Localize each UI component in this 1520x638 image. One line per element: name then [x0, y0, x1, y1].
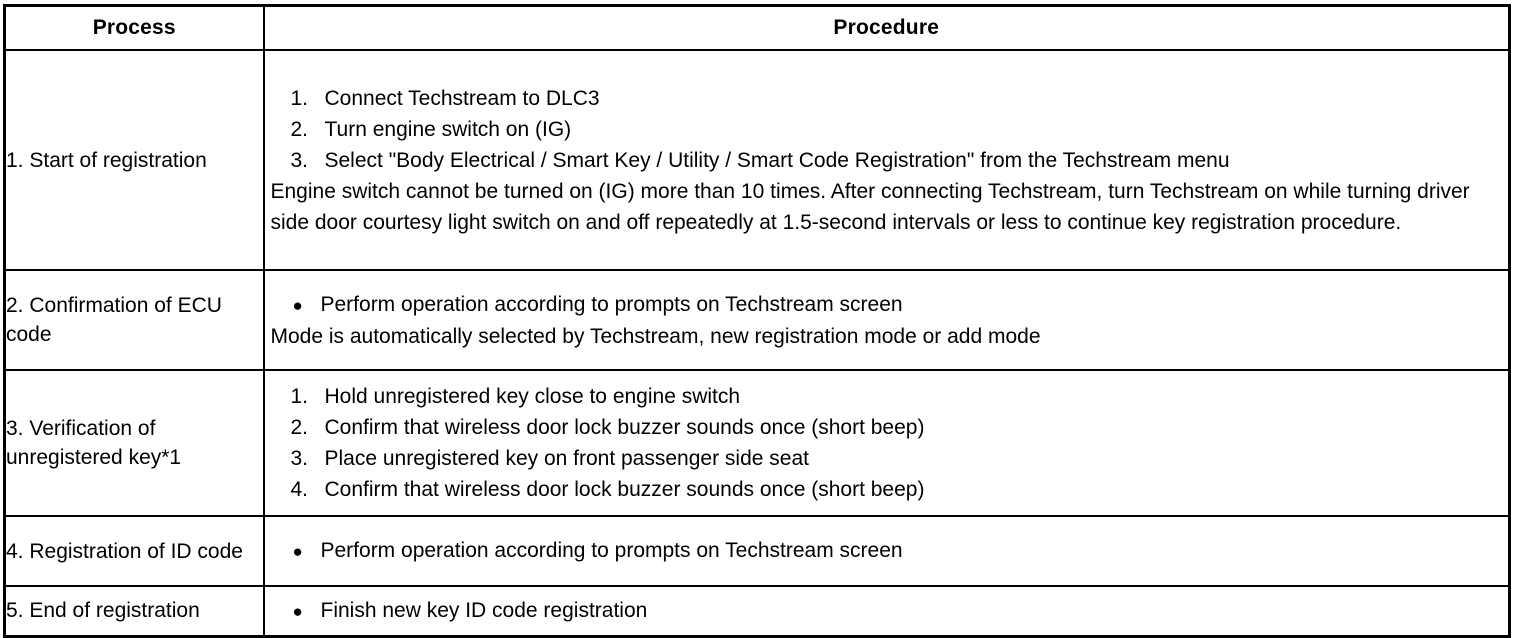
- step-number: 2.: [290, 117, 309, 141]
- list-item: 2. Turn engine switch on (IG): [271, 114, 1501, 145]
- procedure-cell-4: ● Perform operation according to prompts…: [262, 515, 1511, 587]
- process-cell-3: 3. Verification of unregistered key*1: [3, 369, 265, 517]
- step-number: 1.: [290, 385, 309, 408]
- bullet-list-4: ● Perform operation according to prompts…: [271, 535, 1501, 567]
- procedure-cell-1: 1. Connect Techstream to DLC3 2. Turn en…: [262, 49, 1511, 271]
- list-item: 1. Connect Techstream to DLC3: [271, 83, 1501, 114]
- step-number: 3.: [290, 447, 309, 470]
- step-text: Connect Techstream to DLC3: [324, 86, 600, 110]
- list-item: ● Finish new key ID code registration: [271, 595, 1501, 627]
- bullet-text: Finish new key ID code registration: [320, 598, 648, 622]
- list-item: 2. Confirm that wireless door lock buzze…: [271, 412, 1501, 443]
- table-row: 4. Registration of ID code ● Perform ope…: [3, 515, 1511, 587]
- procedure-cell-2: ● Perform operation according to prompts…: [262, 269, 1511, 371]
- list-item: 4. Confirm that wireless door lock buzze…: [271, 474, 1501, 505]
- procedure-note-2: Mode is automatically selected by Techst…: [270, 324, 1041, 348]
- list-item: ● Perform operation according to prompts…: [271, 289, 1501, 321]
- process-cell-2: 2. Confirmation of ECU code: [3, 269, 265, 371]
- list-item: 3. Place unregistered key on front passe…: [271, 443, 1501, 474]
- step-text: Place unregistered key on front passenge…: [324, 447, 809, 470]
- bullet-list-5: ● Finish new key ID code registration: [271, 595, 1501, 627]
- procedure-cell-3: 1. Hold unregistered key close to engine…: [262, 369, 1511, 517]
- table-row: 1. Start of registration 1. Connect Tech…: [3, 49, 1511, 271]
- list-item: ● Perform operation according to prompts…: [271, 535, 1501, 567]
- process-cell-4: 4. Registration of ID code: [3, 515, 265, 587]
- step-text: Confirm that wireless door lock buzzer s…: [324, 416, 925, 439]
- list-item: 1. Hold unregistered key close to engine…: [271, 381, 1501, 412]
- table-header-row: Process Procedure: [3, 4, 1511, 51]
- procedure-table-container: Process Procedure 1. Start of registrati…: [3, 4, 1511, 638]
- list-item: 3. Select "Body Electrical / Smart Key /…: [271, 145, 1501, 176]
- step-text: Select "Body Electrical / Smart Key / Ut…: [324, 148, 1230, 172]
- bullet-dot-icon: ●: [292, 601, 303, 621]
- procedure-note-1: Engine switch cannot be turned on (IG) m…: [270, 179, 1470, 234]
- table-row: 2. Confirmation of ECU code ● Perform op…: [3, 269, 1511, 371]
- step-number: 2.: [290, 416, 309, 439]
- column-header-procedure: Procedure: [262, 4, 1511, 51]
- process-cell-1: 1. Start of registration: [3, 49, 265, 271]
- step-number: 1.: [290, 86, 309, 110]
- key-registration-procedure-table: Process Procedure 1. Start of registrati…: [3, 4, 1511, 638]
- step-text: Hold unregistered key close to engine sw…: [324, 385, 741, 408]
- table-row: 3. Verification of unregistered key*1 1.…: [3, 369, 1511, 517]
- bullet-list-2: ● Perform operation according to prompts…: [271, 289, 1501, 321]
- step-list-1: 1. Connect Techstream to DLC3 2. Turn en…: [271, 83, 1501, 176]
- table-row: 5. End of registration ● Finish new key …: [3, 585, 1511, 637]
- column-header-process: Process: [3, 4, 265, 51]
- bullet-dot-icon: ●: [292, 542, 303, 561]
- bullet-text: Perform operation according to prompts o…: [320, 539, 903, 562]
- bullet-dot-icon: ●: [292, 295, 303, 315]
- bullet-text: Perform operation according to prompts o…: [320, 292, 903, 316]
- step-text: Turn engine switch on (IG): [324, 117, 572, 141]
- step-text: Confirm that wireless door lock buzzer s…: [324, 478, 925, 501]
- step-list-3: 1. Hold unregistered key close to engine…: [271, 381, 1501, 505]
- step-number: 3.: [290, 148, 309, 172]
- step-number: 4.: [290, 478, 309, 501]
- process-cell-5: 5. End of registration: [3, 585, 265, 637]
- procedure-cell-5: ● Finish new key ID code registration: [262, 585, 1511, 637]
